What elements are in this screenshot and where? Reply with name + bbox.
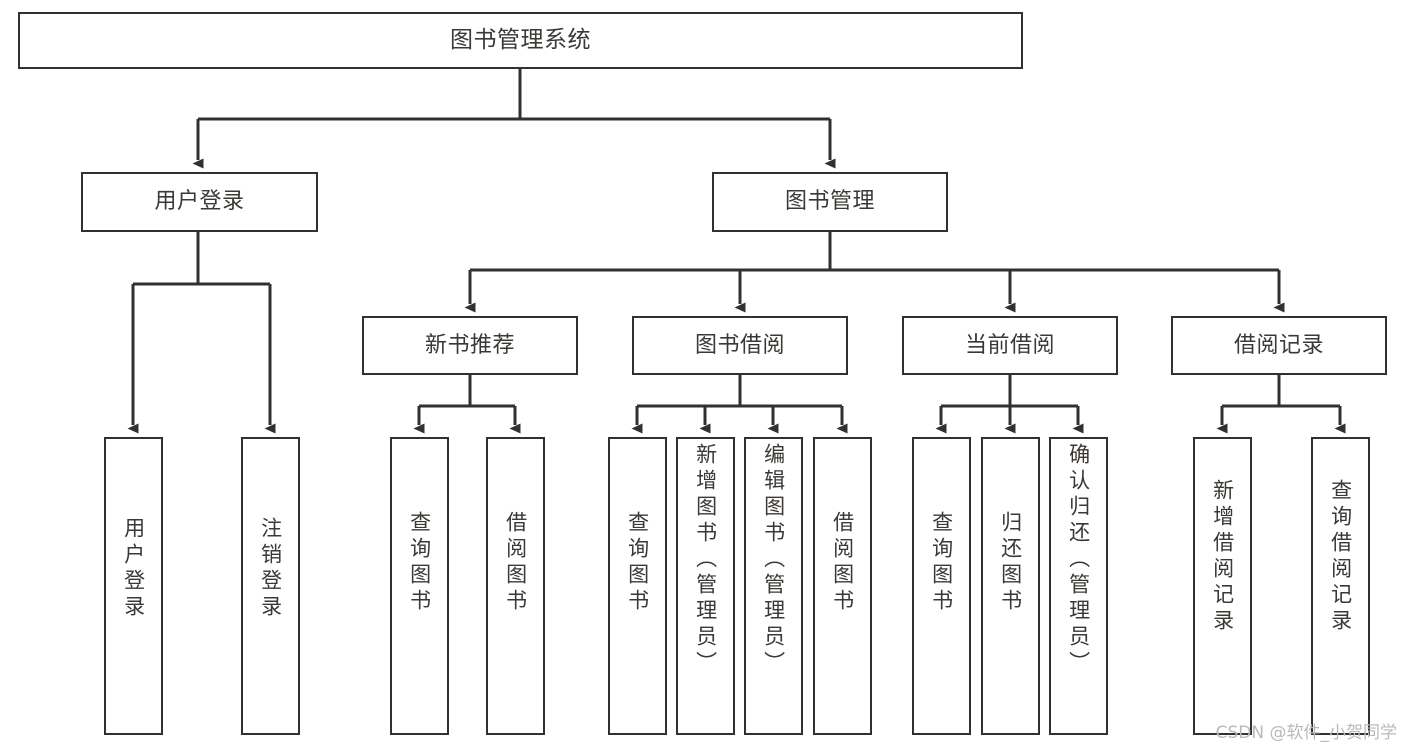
- leaf-current-borrow-query-label: 查询图书: [929, 511, 954, 615]
- node-current-borrow-label: 当前借阅: [964, 332, 1055, 358]
- leaf-book-borrow-borrow[interactable]: 借阅图书: [813, 437, 872, 735]
- leaf-user-login-signout[interactable]: 注销登录: [241, 437, 300, 735]
- node-new-book-recommend-label: 新书推荐: [424, 332, 515, 358]
- leaf-current-borrow-confirm[interactable]: 确认归还（管理员）: [1049, 437, 1108, 735]
- node-current-borrow[interactable]: 当前借阅: [902, 316, 1118, 375]
- leaf-user-login-signin-label: 用户登录: [121, 517, 146, 621]
- leaf-book-borrow-add-label: 新增图书（管理员）: [693, 443, 718, 677]
- node-root-system[interactable]: 图书管理系统: [18, 12, 1023, 69]
- node-book-management[interactable]: 图书管理: [712, 172, 948, 232]
- leaf-borrow-record-query[interactable]: 查询借阅记录: [1311, 437, 1370, 735]
- leaf-borrow-record-query-label: 查询借阅记录: [1328, 479, 1353, 635]
- leaf-borrow-record-add[interactable]: 新增借阅记录: [1193, 437, 1252, 735]
- node-book-management-label: 图书管理: [784, 189, 875, 215]
- node-user-login[interactable]: 用户登录: [81, 172, 318, 232]
- node-borrow-record[interactable]: 借阅记录: [1171, 316, 1387, 375]
- leaf-book-borrow-query[interactable]: 查询图书: [608, 437, 667, 735]
- leaf-book-borrow-query-label: 查询图书: [625, 511, 650, 615]
- node-user-login-label: 用户登录: [154, 189, 245, 215]
- leaf-book-borrow-edit[interactable]: 编辑图书（管理员）: [744, 437, 803, 735]
- leaf-book-borrow-borrow-label: 借阅图书: [830, 511, 855, 615]
- leaf-user-login-signin[interactable]: 用户登录: [104, 437, 163, 735]
- node-new-book-recommend[interactable]: 新书推荐: [362, 316, 578, 375]
- leaf-current-borrow-return[interactable]: 归还图书: [981, 437, 1040, 735]
- leaf-new-book-query[interactable]: 查询图书: [390, 437, 449, 735]
- leaf-user-login-signout-label: 注销登录: [258, 517, 283, 621]
- leaf-current-borrow-query[interactable]: 查询图书: [912, 437, 971, 735]
- leaf-new-book-borrow-label: 借阅图书: [503, 511, 528, 615]
- leaf-book-borrow-add[interactable]: 新增图书（管理员）: [676, 437, 735, 735]
- leaf-book-borrow-edit-label: 编辑图书（管理员）: [761, 443, 786, 677]
- node-book-borrow-label: 图书借阅: [694, 332, 785, 358]
- leaf-current-borrow-confirm-label: 确认归还（管理员）: [1066, 443, 1091, 677]
- leaf-current-borrow-return-label: 归还图书: [998, 511, 1023, 615]
- leaf-new-book-query-label: 查询图书: [407, 511, 432, 615]
- node-book-borrow[interactable]: 图书借阅: [632, 316, 848, 375]
- leaf-new-book-borrow[interactable]: 借阅图书: [486, 437, 545, 735]
- leaf-borrow-record-add-label: 新增借阅记录: [1210, 479, 1235, 635]
- node-root-system-label: 图书管理系统: [450, 27, 591, 54]
- node-borrow-record-label: 借阅记录: [1233, 332, 1324, 358]
